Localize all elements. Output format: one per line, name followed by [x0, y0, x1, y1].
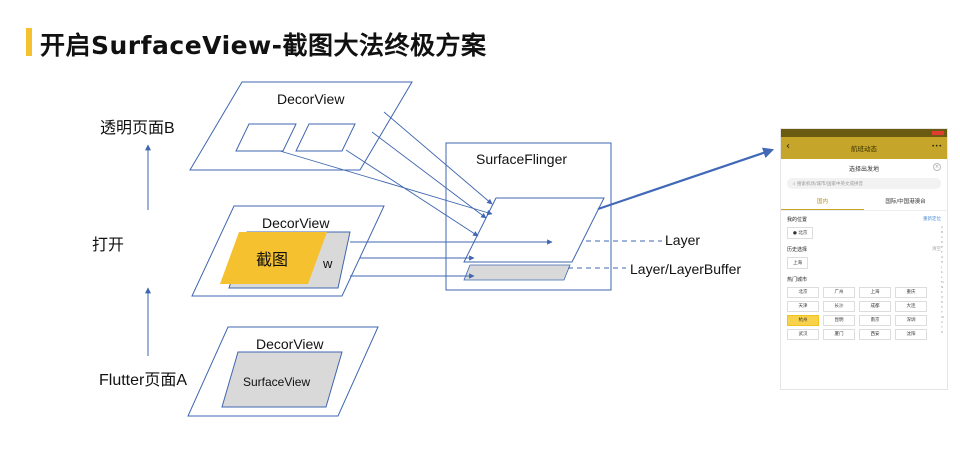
city-cell[interactable]: 南京 — [859, 315, 891, 326]
screenshot-label: 截图 — [256, 251, 288, 269]
city-cell[interactable]: 北京 — [787, 287, 819, 298]
city-cell[interactable]: 西安 — [859, 329, 891, 340]
phone-tabs: 国内 国际/中国港澳台 — [781, 195, 947, 211]
index-letter[interactable]: K — [941, 270, 943, 274]
layer-buffer-plane — [463, 264, 571, 281]
top-child-view-left — [235, 123, 297, 152]
hot-city-grid: 北京广州上海重庆天津长沙成都大连杭州昆明南京深圳武汉厦门西安沈阳 — [781, 285, 947, 342]
top-decorview-label: DecorView — [277, 91, 345, 107]
index-letter[interactable]: H — [941, 260, 944, 264]
tab-international[interactable]: 国际/中国港澳台 — [885, 199, 926, 205]
close-icon[interactable]: × — [933, 163, 941, 171]
city-cell[interactable]: 杭州 — [787, 315, 819, 326]
history-section-title: 历史选择 — [787, 247, 808, 253]
index-letter[interactable]: F — [941, 250, 943, 254]
search-icon: ⌕ — [793, 182, 796, 187]
back-arrow-icon[interactable]: ‹ — [786, 141, 790, 152]
index-letter[interactable]: T — [941, 310, 943, 314]
page-b-label: 透明页面B — [100, 119, 175, 137]
phone-status-bar — [781, 129, 947, 137]
layer-label: Layer — [665, 232, 700, 248]
layer-buffer-label: Layer/LayerBuffer — [630, 261, 741, 277]
phone-search-input[interactable]: ⌕ 搜索机场/城市/国家中英文或拼音 — [787, 178, 941, 189]
index-letter[interactable]: S — [941, 305, 943, 309]
clear-history-button[interactable]: 清空 — [932, 247, 941, 252]
city-cell[interactable]: 厦门 — [823, 329, 855, 340]
middle-decorview-window — [191, 205, 385, 297]
more-icon[interactable]: ••• — [931, 143, 942, 150]
city-cell[interactable]: 重庆 — [895, 287, 927, 298]
phone-header: ‹ 航班动态 ••• — [781, 137, 947, 159]
index-letter[interactable]: Y — [941, 325, 943, 329]
screenshot-overlay — [220, 232, 327, 284]
index-letter[interactable]: B — [941, 230, 944, 234]
bottom-decorview-window — [187, 326, 379, 417]
middle-surface-label-fragment: w — [322, 256, 333, 271]
location-section-title: 我的位置 — [787, 217, 808, 223]
bottom-surface-view — [221, 351, 343, 408]
arrow-layer-to-phone — [597, 147, 775, 211]
index-letter[interactable]: R — [941, 300, 944, 304]
surfaceflinger-box — [445, 142, 612, 291]
history-chip[interactable]: 上海 — [787, 257, 808, 269]
index-letter[interactable]: P — [941, 290, 943, 294]
index-letter[interactable]: L — [941, 275, 943, 279]
index-letter[interactable]: W — [941, 315, 944, 319]
relocate-button[interactable]: 重新定位 — [923, 217, 941, 222]
page-a-label: Flutter页面A — [99, 372, 187, 389]
city-cell[interactable]: 广州 — [823, 287, 855, 298]
arrow-top-window-to-layer-1 — [383, 111, 493, 205]
city-cell[interactable]: 上海 — [859, 287, 891, 298]
arrow-top-window-to-layer-2 — [371, 131, 487, 219]
index-letter[interactable]: N — [941, 285, 944, 289]
open-label: 打开 — [92, 236, 124, 254]
index-letter[interactable]: M — [941, 280, 944, 284]
city-cell[interactable]: 沈阳 — [895, 329, 927, 340]
tab-domestic[interactable]: 国内 — [781, 195, 864, 210]
city-cell[interactable]: 成都 — [859, 301, 891, 312]
location-value: 北京 — [798, 231, 808, 236]
city-cell[interactable]: 长沙 — [823, 301, 855, 312]
middle-decorview-label: DecorView — [262, 215, 330, 231]
location-chip[interactable]: ● 北京 — [787, 227, 814, 239]
index-letter[interactable]: E — [941, 245, 943, 249]
arrow-top-left-child-to-layer — [279, 150, 493, 216]
surfaceflinger-label: SurfaceFlinger — [476, 151, 567, 167]
city-cell[interactable]: 昆明 — [823, 315, 855, 326]
arrow-top-right-child-to-layer — [345, 149, 479, 237]
index-letter[interactable]: D — [941, 240, 944, 244]
location-section-header: 我的位置 重新定位 — [781, 211, 947, 225]
index-letter[interactable]: Z — [941, 330, 944, 334]
slide-title: 开启SurfaceView-截图大法终极方案 — [40, 31, 487, 60]
index-letter[interactable]: Q — [941, 295, 944, 299]
bottom-surface-view-label: SurfaceView — [243, 375, 310, 389]
phone-subtitle-row: 选择出发地 × — [781, 159, 947, 176]
layer-plane — [463, 197, 605, 263]
battery-icon — [932, 131, 944, 135]
hot-section-header: 热门城市 — [781, 271, 947, 285]
city-cell[interactable]: 大连 — [895, 301, 927, 312]
city-cell[interactable]: 武汉 — [787, 329, 819, 340]
bottom-decorview-label: DecorView — [256, 336, 324, 352]
index-letter[interactable]: X — [941, 320, 944, 324]
index-letter[interactable]: A — [941, 225, 944, 229]
title-accent-bar — [26, 28, 32, 56]
city-cell[interactable]: 深圳 — [895, 315, 927, 326]
phone-header-title: 航班动态 — [851, 145, 877, 153]
index-letter[interactable]: J — [941, 265, 942, 269]
phone-screenshot: ‹ 航班动态 ••• 选择出发地 × ⌕ 搜索机场/城市/国家中英文或拼音 国内… — [780, 128, 948, 390]
phone-subtitle: 选择出发地 — [848, 166, 879, 173]
city-cell[interactable]: 天津 — [787, 301, 819, 312]
history-section-header: 历史选择 清空 — [781, 241, 947, 255]
index-letter[interactable]: C — [941, 235, 944, 239]
index-letter[interactable]: G — [941, 255, 944, 259]
location-pin-icon: ● — [793, 231, 797, 236]
top-decorview-window — [189, 81, 413, 171]
hot-section-title: 热门城市 — [787, 277, 808, 283]
phone-search-placeholder: 搜索机场/城市/国家中英文或拼音 — [796, 182, 863, 187]
top-child-view-right — [295, 123, 356, 152]
